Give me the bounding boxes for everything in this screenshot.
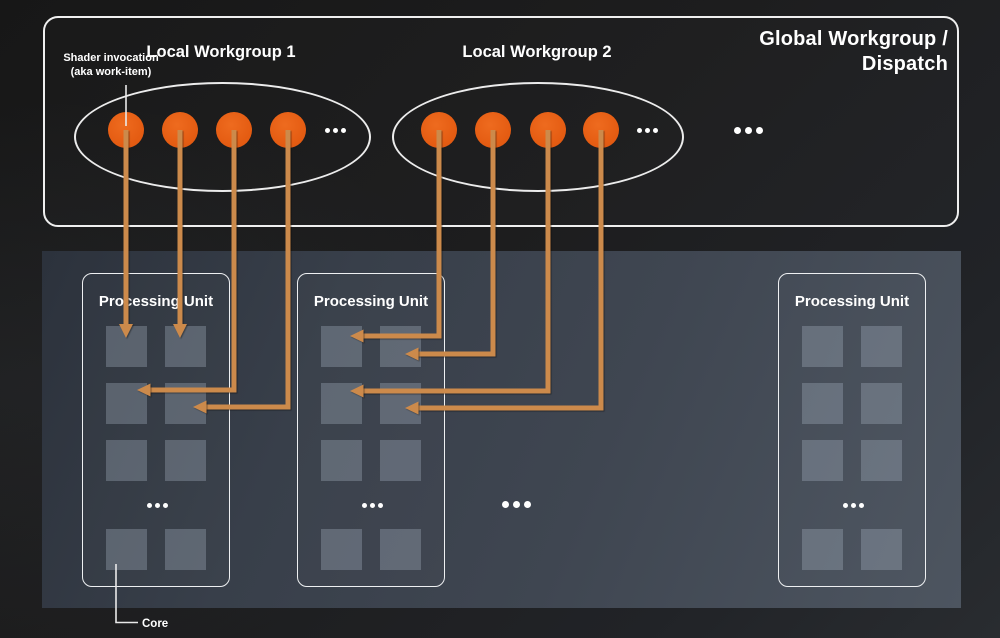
core-square bbox=[802, 440, 843, 481]
work-item-circle bbox=[583, 112, 619, 148]
core-square bbox=[802, 529, 843, 570]
core-square bbox=[106, 383, 147, 424]
core-square bbox=[380, 440, 421, 481]
workgroup-1-title: Local Workgroup 1 bbox=[146, 43, 296, 61]
core-square bbox=[165, 529, 206, 570]
work-item-circle bbox=[421, 112, 457, 148]
core-square bbox=[165, 383, 206, 424]
core-square bbox=[321, 326, 362, 367]
work-item-circle bbox=[270, 112, 306, 148]
shader-invocation-note-line2: (aka work-item) bbox=[70, 65, 152, 78]
core-square bbox=[861, 529, 902, 570]
processing-unit-1-title: Processing Unit bbox=[98, 293, 214, 310]
core-square bbox=[861, 383, 902, 424]
core-square bbox=[106, 326, 147, 367]
core-square bbox=[861, 440, 902, 481]
processing-unit-2-title: Processing Unit bbox=[313, 293, 429, 310]
work-item-circle bbox=[162, 112, 198, 148]
processing-unit-1: Processing Unit bbox=[82, 273, 230, 587]
processing-unit-1-ellipsis-dots bbox=[146, 502, 170, 508]
more-workgroups-ellipsis-dots bbox=[732, 126, 765, 134]
core-square bbox=[861, 326, 902, 367]
processing-unit-3-title: Processing Unit bbox=[794, 293, 910, 310]
more-processing-units-ellipsis-dots bbox=[500, 500, 533, 508]
core-square bbox=[802, 326, 843, 367]
core-square bbox=[106, 440, 147, 481]
work-item-circle bbox=[108, 112, 144, 148]
core-square bbox=[321, 529, 362, 570]
processing-unit-2: Processing Unit bbox=[297, 273, 445, 587]
core-square bbox=[165, 440, 206, 481]
processing-unit-3-ellipsis-dots bbox=[842, 502, 866, 508]
processing-unit-3: Processing Unit bbox=[778, 273, 926, 587]
core-square bbox=[802, 383, 843, 424]
core-square bbox=[380, 529, 421, 570]
global-workgroup-title-line2: Dispatch bbox=[861, 53, 948, 75]
core-square bbox=[106, 529, 147, 570]
core-square bbox=[380, 383, 421, 424]
core-square bbox=[165, 326, 206, 367]
core-square bbox=[321, 383, 362, 424]
core-square bbox=[321, 440, 362, 481]
core-note-label: Core bbox=[142, 618, 169, 630]
global-workgroup-title-line1: Global Workgroup / bbox=[759, 28, 948, 50]
processing-unit-2-ellipsis-dots bbox=[361, 502, 385, 508]
shader-invocation-note-line1: Shader invocation bbox=[63, 52, 159, 64]
shader-invocation-note: Shader invocation (aka work-item) bbox=[41, 52, 181, 79]
work-item-circle bbox=[216, 112, 252, 148]
workgroup-1-ellipsis-dots bbox=[324, 127, 348, 133]
work-item-circle bbox=[475, 112, 511, 148]
workgroup-2-ellipsis-dots bbox=[636, 127, 660, 133]
work-item-circle bbox=[530, 112, 566, 148]
core-square bbox=[380, 326, 421, 367]
global-workgroup-title: Global Workgroup / Dispatch bbox=[628, 27, 948, 77]
workgroup-2-title: Local Workgroup 2 bbox=[462, 43, 612, 61]
